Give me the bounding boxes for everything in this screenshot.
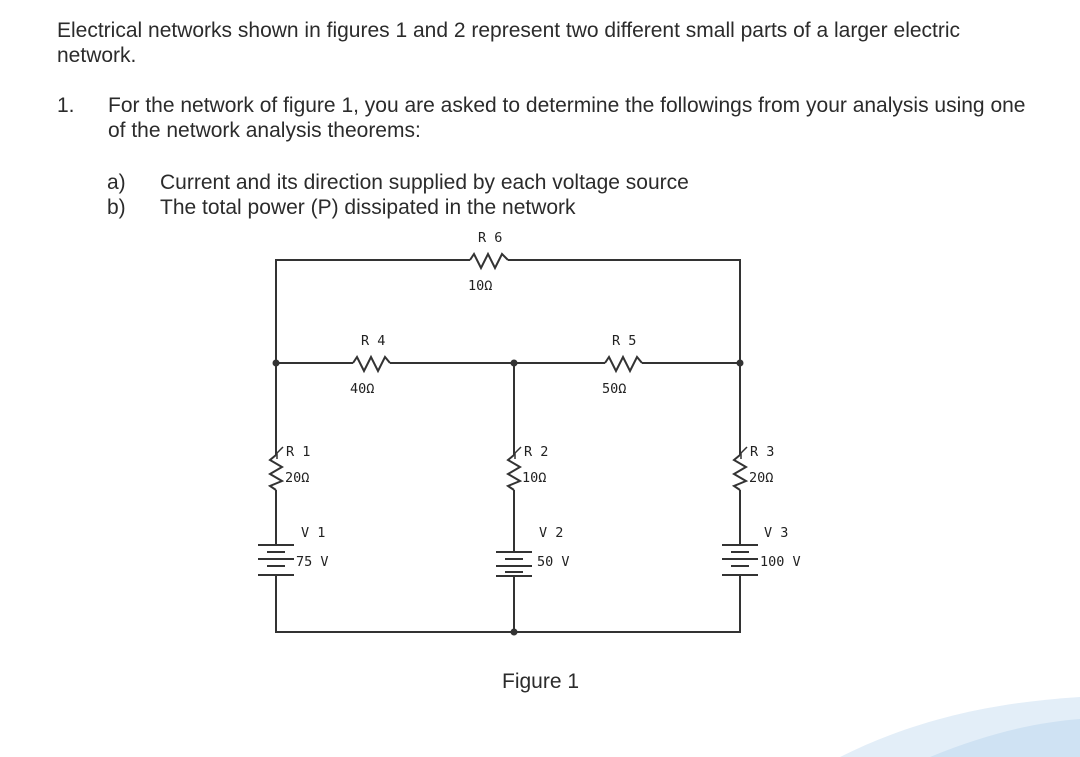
sub-question-label: a)	[107, 171, 126, 194]
voltage-source-v2: V 2 50 V	[496, 525, 570, 577]
resistor-value: 10Ω	[468, 278, 492, 294]
sub-question-text: The total power (P) dissipated in the ne…	[160, 196, 576, 219]
decorative-swoosh	[840, 697, 1080, 757]
question-number: 1.	[57, 94, 75, 117]
junction-dots	[272, 359, 744, 636]
figure-caption: Figure 1	[502, 670, 580, 693]
source-value: 50 V	[537, 554, 570, 570]
resistor-r4: R 4 40Ω	[350, 333, 391, 397]
resistor-value: 40Ω	[350, 381, 374, 397]
question-text: For the network of figure 1, you are ask…	[108, 94, 1026, 142]
voltage-source-v1: V 1 75 V	[258, 525, 329, 576]
resistor-label: R 4	[361, 333, 385, 349]
resistor-value: 20Ω	[285, 470, 309, 486]
sub-question-text: Current and its direction supplied by ea…	[160, 171, 689, 194]
source-label: V 1	[301, 525, 325, 541]
source-value: 100 V	[760, 554, 801, 570]
resistor-r1: R 1 20Ω	[267, 444, 310, 491]
resistor-r2: R 2 10Ω	[505, 444, 548, 491]
sub-question-a: a) Current and its direction supplied by …	[107, 170, 689, 195]
resistor-r6: R 6 10Ω	[468, 230, 509, 294]
resistor-label: R 2	[524, 444, 548, 460]
source-label: V 3	[764, 525, 788, 541]
circuit-wires	[275, 259, 741, 633]
resistor-label: R 6	[478, 230, 502, 246]
intro-paragraph: Electrical networks shown in figures 1 a…	[57, 19, 961, 67]
sub-question-b: b) The total power (P) dissipated in the …	[107, 195, 576, 220]
resistor-r3: R 3 20Ω	[731, 444, 774, 491]
resistor-label: R 5	[612, 333, 636, 349]
source-value: 75 V	[296, 554, 329, 570]
resistor-r5: R 5 50Ω	[602, 333, 643, 397]
resistor-label: R 1	[286, 444, 310, 460]
sub-question-label: b)	[107, 196, 126, 219]
resistor-label: R 3	[750, 444, 774, 460]
resistor-value: 50Ω	[602, 381, 626, 397]
source-label: V 2	[539, 525, 563, 541]
resistor-value: 10Ω	[522, 470, 546, 486]
resistor-value: 20Ω	[749, 470, 773, 486]
voltage-source-v3: V 3 100 V	[722, 525, 801, 576]
